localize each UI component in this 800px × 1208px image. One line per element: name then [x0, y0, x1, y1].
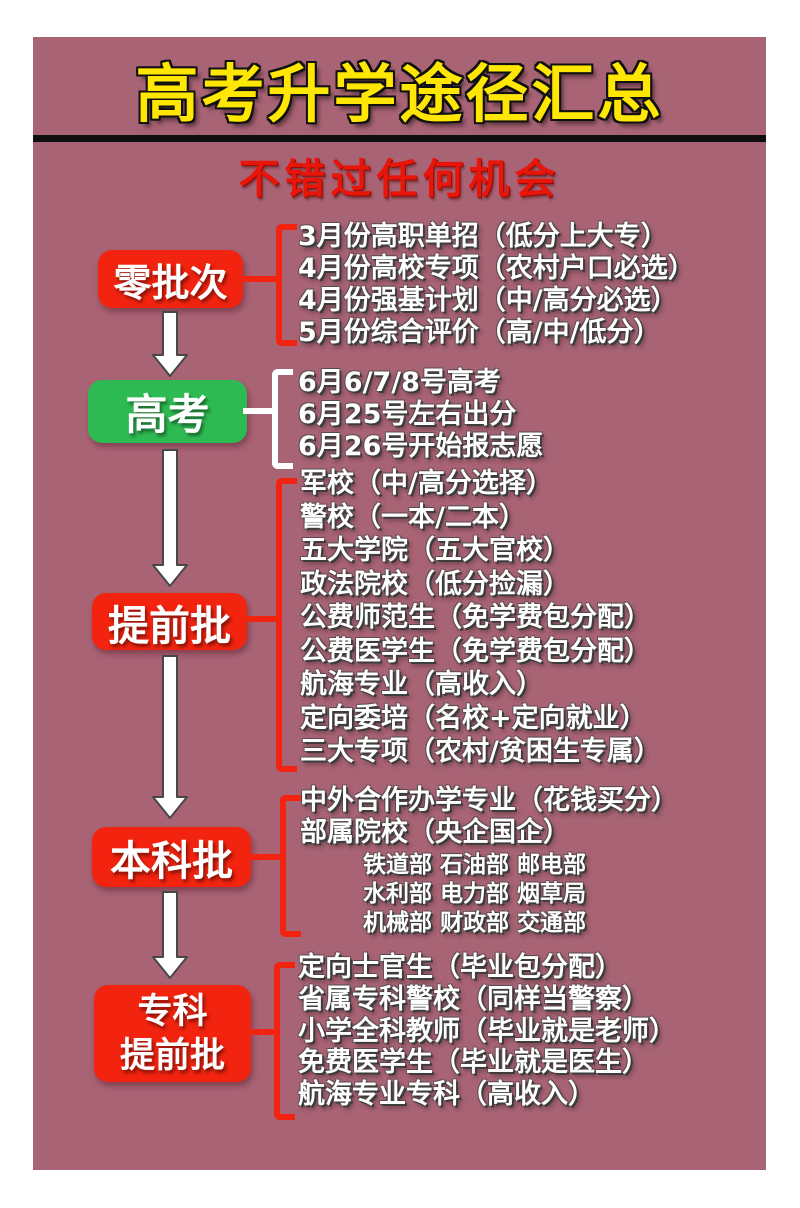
page-subtitle: 不错过任何机会 [238, 155, 561, 203]
flow-item: 4月份高校专项（农村户口必选） [298, 253, 695, 284]
flow-item: 军校（中/高分选择） [300, 468, 553, 499]
undergrad-batch-items: 中外合作办学专业（花钱买分）部属院校（央企国企） [300, 785, 678, 849]
node-connector [248, 1029, 278, 1035]
flow-item: 小学全科教师（毕业就是老师） [298, 1015, 676, 1047]
bracket-gaokao [272, 369, 293, 469]
flow-item: 省属专科警校（同样当警察） [298, 983, 649, 1015]
flow-item: 航海专业专科（高收入） [298, 1079, 595, 1111]
node-undergrad-batch: 本科批 [92, 827, 251, 887]
node-zero-batch-label: 零批次 [113, 260, 228, 305]
flow-item: 免费医学生（毕业就是医生） [298, 1047, 649, 1079]
early-batch-items: 军校（中/高分选择）警校（一本/二本）五大学院（五大官校）政法院校（低分捡漏）公… [300, 467, 661, 769]
flow-item: 水利部 电力部 烟草局 [363, 881, 587, 907]
flow-item: 航海专业（高收入） [300, 669, 543, 700]
node-early-batch-label: 提前批 [108, 601, 231, 650]
node-connector [244, 616, 280, 622]
title-divider [33, 135, 766, 142]
flow-item: 警校（一本/二本） [300, 501, 526, 533]
flow-item: 机械部 财政部 交通部 [363, 910, 587, 936]
down-arrow-icon [152, 449, 188, 587]
node-gaokao-label: 高考 [125, 390, 210, 439]
flow-item: 部属院校（央企国企） [300, 817, 570, 848]
flow-item: 铁道部 石油部 邮电部 [363, 852, 587, 878]
flow-item: 6月26号开始报志愿 [298, 431, 544, 462]
bracket-college-early-batch [274, 962, 295, 1120]
node-early-batch: 提前批 [92, 593, 247, 650]
flow-item: 6月25号左右出分 [298, 399, 517, 430]
node-zero-batch: 零批次 [98, 250, 243, 308]
node-gaokao: 高考 [88, 380, 247, 443]
flow-item: 5月份综合评价（高/中/低分） [298, 317, 661, 348]
down-arrow-icon [152, 655, 188, 819]
node-college-early-batch-label-line1: 专科 [137, 991, 208, 1032]
zero-batch-items: 3月份高职单招（低分上大专）4月份高校专项（农村户口必选）4月份强基计划（中/高… [298, 221, 695, 349]
flow-item: 6月6/7/8号高考 [298, 367, 501, 398]
undergrad-batch-subitems: 铁道部 石油部 邮电部水利部 电力部 烟草局机械部 财政部 交通部 [363, 851, 586, 938]
flow-item: 公费师范生（免学费包分配） [300, 602, 651, 633]
flow-item: 4月份强基计划（中/高分必选） [298, 285, 678, 316]
flow-item: 五大学院（五大官校） [300, 535, 570, 566]
node-undergrad-batch-label: 本科批 [110, 837, 233, 885]
node-college-early-batch-label-line2: 提前批 [119, 1035, 225, 1076]
flow-item: 3月份高职单招（低分上大专） [298, 221, 668, 252]
bracket-zero-batch [276, 224, 297, 346]
node-connector [240, 276, 280, 282]
node-connector [248, 854, 284, 860]
node-college-early-batch: 专科 提前批 [94, 985, 251, 1082]
flow-item: 定向士官生（毕业包分配） [298, 952, 622, 983]
flow-item: 三大专项（农村/贫困生专属） [300, 736, 661, 767]
flow-item: 定向委培（名校+定向就业） [300, 702, 647, 734]
bracket-early-batch [276, 478, 297, 772]
bracket-undergrad-batch [280, 795, 301, 937]
flow-item: 公费医学生（免学费包分配） [300, 635, 651, 667]
flow-item: 中外合作办学专业（花钱买分） [300, 785, 678, 816]
college-early-batch-items: 定向士官生（毕业包分配）省属专科警校（同样当警察）小学全科教师（毕业就是老师）免… [298, 952, 676, 1111]
down-arrow-icon [152, 891, 188, 979]
flow-item: 政法院校（低分捡漏） [300, 568, 570, 600]
down-arrow-icon [152, 311, 188, 377]
page-title: 高考升学途径汇总 [134, 57, 664, 133]
node-connector [243, 408, 276, 414]
